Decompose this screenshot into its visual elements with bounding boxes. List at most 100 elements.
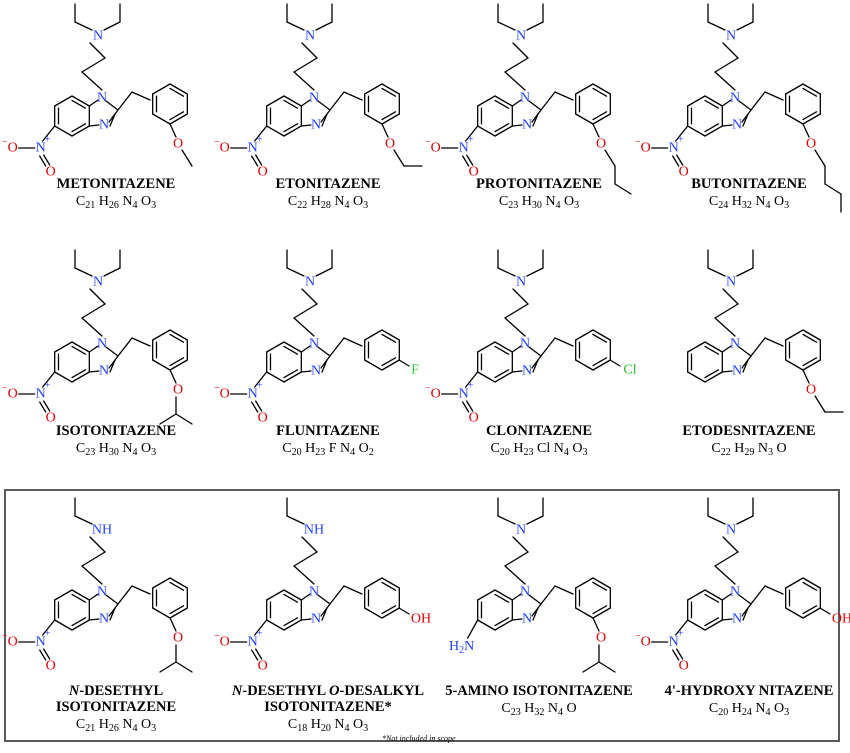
nitro-plus-charge: + xyxy=(45,629,51,640)
benzo-ring-bond xyxy=(54,125,73,137)
n1-atom: N xyxy=(520,91,530,106)
linker-bond xyxy=(81,565,103,585)
phenyl-double-bond xyxy=(381,111,397,121)
benzo-ring-bond xyxy=(71,95,90,107)
phenyl-ring-bond xyxy=(785,83,804,95)
n1-atom: N xyxy=(520,585,530,600)
nitro-plus-charge: + xyxy=(45,135,51,146)
imidazole-bond xyxy=(721,345,732,353)
phenyl-ring-bond xyxy=(785,577,804,589)
nitro-minus-charge: − xyxy=(2,137,8,148)
benzo-ring-bond xyxy=(54,589,73,601)
imidazole-double-bond xyxy=(321,607,328,621)
ether-bond xyxy=(169,617,177,632)
imidazole-bond xyxy=(317,594,331,605)
benzo-ring-bond xyxy=(71,589,90,601)
benzo-double-bond xyxy=(494,593,510,603)
compound-name: 4'-HYDROXY NITAZENE xyxy=(664,683,834,699)
nitro-oxygen-2: O xyxy=(258,411,268,426)
phenyl-ring-bond xyxy=(381,329,400,341)
imidazole-bond xyxy=(105,100,119,111)
imidazole-bond xyxy=(528,100,542,111)
phenyl-ring-bond xyxy=(785,329,804,341)
imidazole-bond xyxy=(317,100,331,111)
benzyl-bond xyxy=(764,337,784,347)
nitro-nitrogen: N xyxy=(36,141,46,156)
ethyl-bond xyxy=(74,21,93,31)
phenyl-ring-bond xyxy=(381,359,400,371)
in-scope-metabolites-box xyxy=(4,489,840,742)
benzo-ring-bond xyxy=(477,125,496,137)
nitro-o-double-bond xyxy=(251,401,259,413)
imidazole-bond xyxy=(738,100,752,111)
phenyl-ring-bond xyxy=(802,577,821,589)
benzo-ring-bond xyxy=(283,589,302,601)
alkyl-bond xyxy=(582,661,600,673)
nitro-oxygen-2: O xyxy=(679,165,689,180)
phenyl-ring-bond xyxy=(575,329,594,341)
fluorine-atom: F xyxy=(411,363,419,378)
benzyl-bond xyxy=(764,91,784,101)
benzo-double-bond xyxy=(71,345,87,355)
linker-bond xyxy=(81,317,103,337)
benzo-ring-bond xyxy=(687,95,706,107)
nitro-nitrogen: N xyxy=(248,635,258,650)
phenyl-ring-bond xyxy=(169,329,188,341)
molecular-formula: C23 H30 N4 O3 xyxy=(75,441,157,458)
alkyl-bond xyxy=(159,661,177,673)
n1-atom: N xyxy=(97,337,107,352)
ether-bond xyxy=(802,123,810,138)
linker-bond xyxy=(81,71,103,91)
benzo-ring-bond xyxy=(54,95,73,107)
benzo-double-bond xyxy=(283,99,299,109)
phenyl-double-bond xyxy=(802,87,818,97)
imidazole-double-bond xyxy=(109,113,116,127)
ethyl-bond xyxy=(103,21,121,31)
imidazole-bond xyxy=(721,370,733,373)
nitro-bond xyxy=(675,125,689,142)
nitro-nitrogen: N xyxy=(459,387,469,402)
phenyl-ring-bond xyxy=(802,359,821,371)
phenyl-double-bond xyxy=(592,111,608,121)
phenyl-ring-bond xyxy=(364,607,383,619)
imidazole-bond xyxy=(511,593,522,601)
benzo-double-bond xyxy=(494,99,510,109)
phenyl-ring-bond xyxy=(785,113,804,125)
benzo-double-bond xyxy=(71,617,87,627)
alkyl-bond xyxy=(814,395,826,413)
phenyl-double-bond xyxy=(592,605,608,615)
ether-oxygen: O xyxy=(806,137,816,152)
nitro-o-double-bond xyxy=(466,154,474,166)
amine-nitrogen: N xyxy=(726,29,736,44)
benzo-ring-bond xyxy=(477,95,496,107)
nitro-minus-charge: − xyxy=(214,383,220,394)
alkyl-bond xyxy=(159,413,177,425)
compound-name: ISOTONITAZENE xyxy=(55,423,177,439)
nitro-minus-charge: − xyxy=(635,631,641,642)
nitro-oxygen: O xyxy=(8,141,18,156)
amine-nitrogen: N xyxy=(516,523,526,538)
ethyl-bond xyxy=(74,515,93,525)
nitro-o-double-bond xyxy=(255,154,263,166)
benzo-ring-bond xyxy=(283,341,302,353)
compound-name: 5-AMINO ISOTONITAZENE xyxy=(445,683,633,699)
molecular-formula: C23 H30 N4 O3 xyxy=(498,194,580,211)
ethyl-bond xyxy=(286,515,305,525)
phenyl-ring-bond xyxy=(575,83,594,95)
benzo-double-bond xyxy=(494,123,510,133)
imidazole-bond xyxy=(511,124,523,127)
imidazole-double-bond xyxy=(109,359,116,373)
nitro-oxygen-2: O xyxy=(469,165,479,180)
phenyl-ring-bond xyxy=(364,83,383,95)
amino-group: H2N xyxy=(449,639,474,656)
nitro-plus-charge: + xyxy=(678,135,684,146)
ethyl-bond xyxy=(315,21,333,31)
ethyl-bond xyxy=(526,21,544,31)
benzo-ring-bond xyxy=(494,619,513,631)
